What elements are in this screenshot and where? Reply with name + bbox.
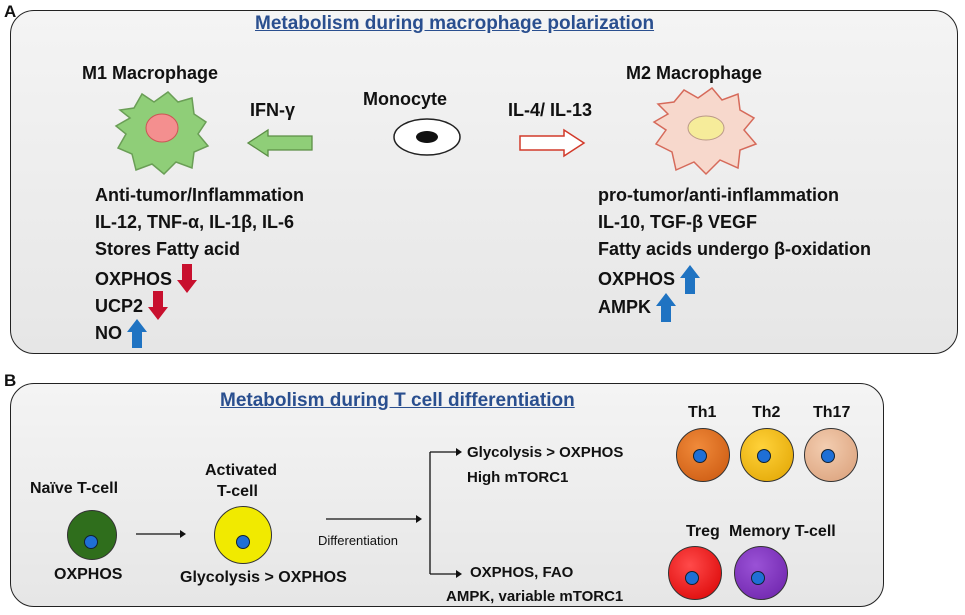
upper-branch-line-1: Glycolysis > OXPHOS xyxy=(467,444,624,461)
m2-marker-oxphos-label: OXPHOS xyxy=(598,268,676,289)
m1-line-1: Anti-tumor/Inflammation xyxy=(95,185,304,205)
up-arrow-icon xyxy=(680,265,701,294)
m1-marker-ucp2-label: UCP2 xyxy=(95,295,144,316)
m1-stimulus-label: IFN-γ xyxy=(250,100,295,120)
down-arrow-icon xyxy=(148,291,169,320)
differentiation-label: Differentiation xyxy=(318,533,398,548)
nucleus xyxy=(236,535,250,549)
m1-marker-no-label: NO xyxy=(95,322,122,343)
m1-line-3: Stores Fatty acid xyxy=(95,239,241,259)
activated-tcell-metabolism: Glycolysis > OXPHOS xyxy=(180,569,347,586)
th1-cell xyxy=(676,428,730,482)
monocyte-cell xyxy=(393,118,461,156)
memory-tcell-label: Memory T-cell xyxy=(729,523,836,540)
differentiation-arrow xyxy=(326,515,422,523)
m1-marker-no: NO xyxy=(95,318,148,348)
down-arrow-icon xyxy=(177,264,198,293)
m1-marker-oxphos: OXPHOS xyxy=(95,264,198,294)
treg-label: Treg xyxy=(686,523,720,540)
m2-line-1: pro-tumor/anti-inflammation xyxy=(598,185,839,205)
m1-marker-oxphos-label: OXPHOS xyxy=(95,268,173,289)
lower-branch-line-1: OXPHOS, FAO xyxy=(470,564,574,581)
nucleus xyxy=(751,571,765,585)
th2-label: Th2 xyxy=(752,404,781,421)
panel-b-title: Metabolism during T cell differentiation xyxy=(220,390,575,411)
monocyte-label: Monocyte xyxy=(363,89,448,109)
nucleus xyxy=(821,449,835,463)
panel-a-title: Metabolism during macrophage polarizatio… xyxy=(255,13,655,34)
naive-tcell-label: Naïve T-cell xyxy=(30,480,119,497)
m2-heading: M2 Macrophage xyxy=(626,63,763,83)
panel-a-letter: A xyxy=(4,2,17,21)
nucleus xyxy=(685,571,699,585)
m2-marker-ampk-label: AMPK xyxy=(598,296,651,317)
m2-marker-oxphos: OXPHOS xyxy=(598,264,701,294)
m2-line-2: IL-10, TGF-β VEGF xyxy=(598,212,757,232)
m1-heading: M1 Macrophage xyxy=(82,63,219,83)
th17-label: Th17 xyxy=(813,404,851,421)
up-arrow-icon xyxy=(656,293,676,322)
m2-polarization-arrow xyxy=(519,128,586,158)
th2-cell xyxy=(740,428,794,482)
m1-polarization-arrow xyxy=(246,128,313,158)
treg-cell xyxy=(668,546,722,600)
upper-branch-line-2: High mTORC1 xyxy=(467,469,569,486)
th1-label: Th1 xyxy=(688,404,717,421)
naive-tcell-metabolism: OXPHOS xyxy=(54,566,123,583)
nucleus xyxy=(757,449,771,463)
m2-marker-ampk: AMPK xyxy=(598,292,677,322)
branch-bracket xyxy=(429,448,462,578)
panel-a-box xyxy=(10,10,958,354)
up-arrow-icon xyxy=(127,319,147,348)
th17-cell xyxy=(804,428,858,482)
activated-tcell-label-1: Activated xyxy=(205,462,278,479)
nucleus xyxy=(693,449,707,463)
m2-stimulus-label: IL-4/ IL-13 xyxy=(508,100,593,120)
activation-arrow xyxy=(136,530,186,538)
m2-macrophage-cell xyxy=(652,86,758,176)
nucleus xyxy=(84,535,98,549)
panel-b-letter: B xyxy=(4,371,17,390)
m1-macrophage-cell xyxy=(114,91,210,176)
memory-tcell xyxy=(734,546,788,600)
naive-tcell xyxy=(67,510,117,560)
activated-tcell xyxy=(214,506,272,564)
m2-line-3: Fatty acids undergo β-oxidation xyxy=(598,239,872,259)
m1-marker-ucp2: UCP2 xyxy=(95,291,169,321)
activated-tcell-label-2: T-cell xyxy=(217,483,258,500)
m1-line-2: IL-12, TNF-α, IL-1β, IL-6 xyxy=(95,212,295,232)
lower-branch-line-2: AMPK, variable mTORC1 xyxy=(446,588,624,605)
